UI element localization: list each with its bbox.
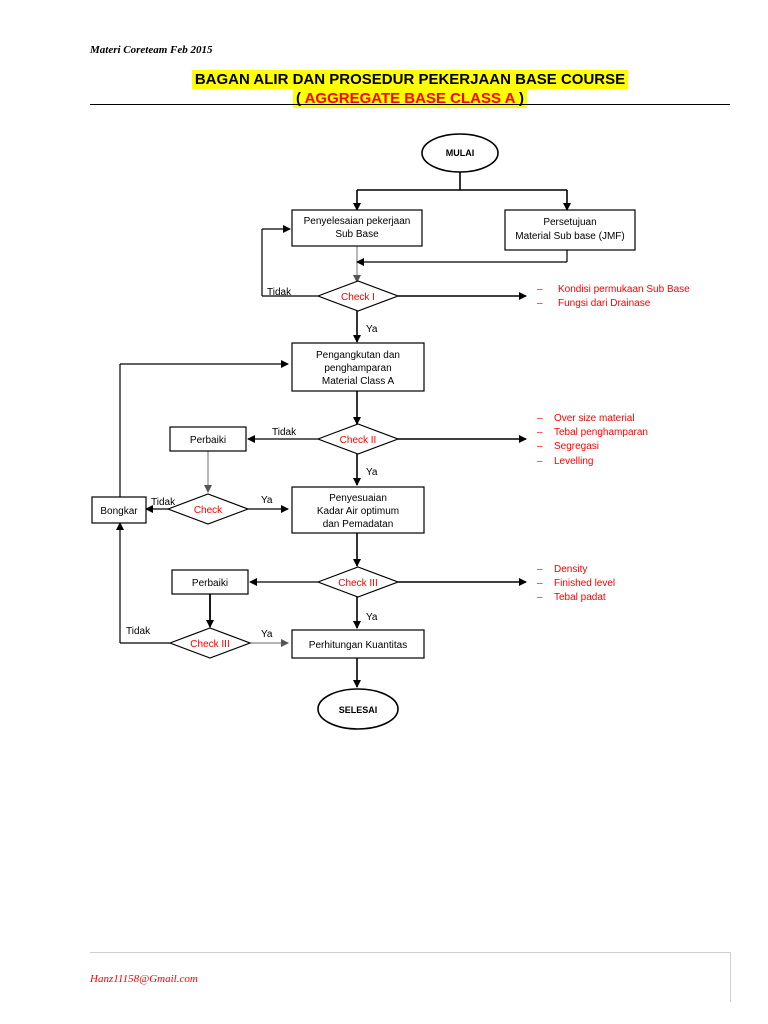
box-penyesuaian-line-1: Penyesuaian xyxy=(329,493,387,504)
box-bongkar-label: Bongkar xyxy=(100,506,138,517)
box-penyelesaian-line-2: Sub Base xyxy=(335,229,379,240)
box-perbaiki-1 xyxy=(169,426,247,452)
title-paren-close: ) xyxy=(514,90,525,107)
diamond-check-3 xyxy=(316,566,400,598)
note-3-bullet: – xyxy=(537,564,543,575)
box-penyelesaian-line-1: Penyelesaian pekerjaan xyxy=(304,216,411,227)
note-2-bullet: – xyxy=(537,427,543,438)
box-pengangkutan-line-1: Pengangkutan dan xyxy=(316,350,400,361)
note-3-bullet: – xyxy=(537,578,543,589)
note-2-bullet: – xyxy=(537,456,543,467)
diamond-check-1 xyxy=(316,280,400,312)
note-3-bullet: – xyxy=(537,592,543,603)
footer-email: Hanz11158@Gmail.com xyxy=(90,973,198,985)
check-1-tidak-label: Tidak xyxy=(267,287,292,298)
check-2-ya-label: Ya xyxy=(366,467,378,478)
check-1-ya-label: Ya xyxy=(366,324,378,335)
check-left-tidak-label: Tidak xyxy=(151,497,176,508)
note-1-bullet: – xyxy=(537,284,543,295)
header-rule xyxy=(90,104,730,105)
note-2-item: Levelling xyxy=(554,456,593,467)
box-pengangkutan-line-3: Material Class A xyxy=(322,376,395,387)
note-1-bullet: – xyxy=(537,298,543,309)
title-line-2: ( AGGREGATE BASE CLASS A ) xyxy=(292,89,528,108)
footer-vertical-rule xyxy=(730,952,731,1002)
connectors xyxy=(116,172,571,688)
box-penyesuaian-line-3: dan Pemadatan xyxy=(323,519,394,530)
note-1-item: Kondisi permukaan Sub Base xyxy=(558,284,690,295)
end-label: SELESAI xyxy=(339,705,378,715)
end-terminal xyxy=(317,688,399,730)
box-perhitungan-label: Perhitungan Kuantitas xyxy=(309,640,407,651)
start-terminal xyxy=(421,133,499,173)
check-left-3-label: Check III xyxy=(190,639,229,650)
box-perbaiki-2-label: Perbaiki xyxy=(192,578,228,589)
note-2-bullet: – xyxy=(537,441,543,452)
note-2-item: Tebal penghamparan xyxy=(554,427,648,438)
note-3-item: Tebal padat xyxy=(554,592,606,603)
box-penyesuaian-line-2: Kadar Air optimum xyxy=(317,506,399,517)
box-bongkar xyxy=(91,496,147,524)
title-paren-open: ( xyxy=(295,90,305,107)
box-persetujuan-line-2: Material Sub base (JMF) xyxy=(515,231,624,242)
box-perhitungan xyxy=(291,629,425,659)
header-note: Materi Coreteam Feb 2015 xyxy=(90,44,213,56)
box-persetujuan xyxy=(504,209,636,251)
box-perbaiki-2 xyxy=(171,569,249,595)
check-3-ya-label: Ya xyxy=(366,612,378,623)
check-2-tidak-label: Tidak xyxy=(272,427,297,438)
diamond-check-left xyxy=(166,493,250,525)
check-3-label: Check III xyxy=(338,578,377,589)
diamond-check-2 xyxy=(316,423,400,455)
diamond-check-left-3 xyxy=(168,627,252,659)
title-subtitle: AGGREGATE BASE CLASS A xyxy=(304,90,515,107)
footer-rule xyxy=(90,952,730,953)
note-2-item: Over size material xyxy=(554,413,635,424)
box-perbaiki-1-label: Perbaiki xyxy=(190,435,226,446)
note-2-item: Segregasi xyxy=(554,441,599,452)
title-line-1: BAGAN ALIR DAN PROSEDUR PEKERJAAN BASE C… xyxy=(191,70,629,89)
note-3-item: Density xyxy=(554,564,587,575)
check-2-label: Check II xyxy=(340,435,377,446)
box-persetujuan-line-1: Persetujuan xyxy=(543,217,596,228)
check-left-3-tidak-label: Tidak xyxy=(126,626,151,637)
start-label: MULAI xyxy=(446,148,475,158)
note-3-item: Finished level xyxy=(554,578,615,589)
check-1-label: Check I xyxy=(341,292,375,303)
check-left-label: Check xyxy=(194,505,223,516)
page-title: BAGAN ALIR DAN PROSEDUR PEKERJAAN BASE C… xyxy=(0,70,768,108)
check-left-3-ya-label: Ya xyxy=(261,629,273,640)
box-pengangkutan xyxy=(291,342,425,392)
box-penyelesaian xyxy=(291,209,423,247)
note-1-item: Fungsi dari Drainase xyxy=(558,298,651,309)
note-2-bullet: – xyxy=(537,413,543,424)
check-left-ya-label: Ya xyxy=(261,495,273,506)
box-pengangkutan-line-2: penghamparan xyxy=(324,363,391,374)
box-penyesuaian xyxy=(291,486,425,534)
